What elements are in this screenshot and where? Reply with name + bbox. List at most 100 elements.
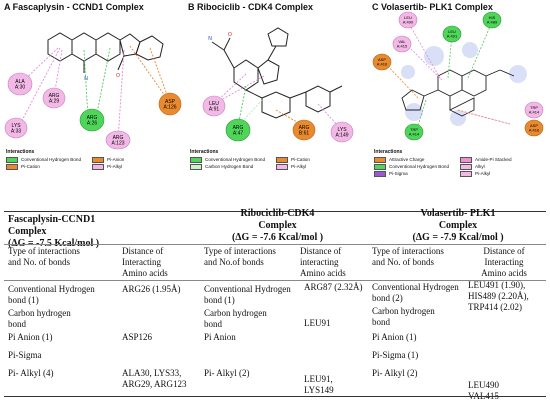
legend-label: Conventional Hydrogen Bond (205, 157, 266, 162)
residue-ala30 (7, 72, 33, 96)
legend-label: Pi-Alkyl (107, 164, 123, 169)
residue-leu91 (202, 95, 226, 117)
legend-label: Amide-Pi Stacked (475, 157, 512, 162)
residue-leu491 (442, 25, 462, 43)
legend-swatch (6, 163, 18, 170)
legend-swatch (374, 156, 386, 163)
table-cell-col1-dist: ASP126 (122, 332, 153, 342)
header-rule (4, 244, 546, 245)
legend-item: Carbon Hydrogen Bond (190, 163, 276, 170)
legend-label: Conventional Hydrogen Bond (389, 164, 450, 169)
residue-leu491-label: LEU (448, 29, 456, 34)
residue-arg29-label: ARG (49, 93, 60, 99)
ligand-structure-b (211, 27, 343, 119)
residue-asp126-label-line: A:126 (163, 105, 176, 111)
legend-label: Alkyl (475, 164, 485, 169)
subheader-rule (4, 280, 546, 281)
panel-b-title: B Ribociclib - CDK4 Complex (188, 2, 314, 12)
legend-swatch (374, 170, 386, 177)
table-cell-col1-dist: ALA30, LYS33,ARG29, ARG123 (122, 368, 187, 389)
legend-swatch (374, 163, 386, 170)
legend-label: Pi-Sigma (389, 171, 408, 176)
residue-arg47-label: ARG (233, 125, 244, 131)
residue-leu91-label-line: A:91 (209, 107, 220, 113)
residue-arg123-label-line: A:123 (111, 141, 124, 147)
legend-label: Pi-Anion (107, 157, 125, 162)
residue-val415 (392, 35, 412, 53)
residue-trp414-right-label: TRP (530, 105, 538, 110)
solvent-halos-c (401, 42, 527, 126)
svg-text:N: N (208, 36, 212, 42)
legend-swatch (92, 156, 104, 163)
residue-argb61-label-line: B:61 (299, 131, 310, 137)
table-cell-col2-dist: LEU91,LYS149 (304, 374, 334, 395)
legend-item: Conventional Hydrogen Bond (6, 156, 92, 163)
table-cell-col3-dist: LEU491 (1.90),HIS489 (2.20Å),TRP414 (2.0… (468, 280, 529, 312)
legend-label: Attractive Charge (389, 157, 425, 162)
residue-arg26-label: ARG (87, 115, 98, 121)
residue-asp416-lower-label: ASP (530, 123, 538, 128)
residue-val415-label-line: A:415 (397, 43, 408, 48)
residue-argb61-label: ARG (299, 125, 310, 131)
complex-a-energy: (ΔG = -7.5 Kcal/mol ) (8, 238, 183, 250)
residue-lys149-label-line: A:149 (335, 133, 348, 139)
residue-trp414-label: TRP (410, 127, 418, 132)
table-cell-col3-types: Pi-Sigma (1) (372, 350, 419, 360)
residue-arg26 (79, 108, 105, 132)
legend-item: Amide-Pi Stacked (460, 156, 546, 163)
legend-swatch (460, 163, 472, 170)
residue-asp416-upper-label: ASP (378, 57, 386, 62)
residue-his489 (482, 11, 502, 29)
residue-arg123 (105, 130, 131, 150)
ligand-structure-a (47, 32, 164, 73)
legend-swatch (276, 156, 288, 163)
residue-val415-label: VAL (398, 39, 406, 44)
residue-trp414-right (524, 101, 544, 119)
legend-swatch (276, 163, 288, 170)
legend-item: Pi-Cation (6, 163, 92, 170)
table-bottom-rule (4, 396, 546, 397)
residue-arg26-label-line: A:26 (87, 121, 98, 127)
residue-arg47-label-line: A:47 (233, 131, 244, 137)
table-cell-col2-dist: ARG87 (2.32Å) (304, 282, 363, 292)
legend-label: Pi-Alkyl (291, 164, 307, 169)
residue-ala30-label: ALA (15, 79, 25, 85)
ligand-structure-c (401, 69, 515, 117)
residue-lys33-label: LYS (11, 123, 21, 129)
residue-leu490 (398, 11, 418, 29)
residue-trp414 (404, 123, 424, 141)
complex-c-energy: (ΔG = -7.9 Kcal/mol ) (412, 232, 504, 243)
residue-asp126 (158, 92, 182, 116)
table-cell-col2-types: Pi Anion (204, 332, 236, 342)
legend-item: Pi-Alkyl (92, 163, 178, 170)
table-cell-col1-types: Pi-Sigma (8, 350, 42, 360)
residue-arg47 (225, 118, 251, 142)
residue-asp416-lower-label-line: A:416 (529, 127, 540, 132)
legend-swatch (460, 156, 472, 163)
